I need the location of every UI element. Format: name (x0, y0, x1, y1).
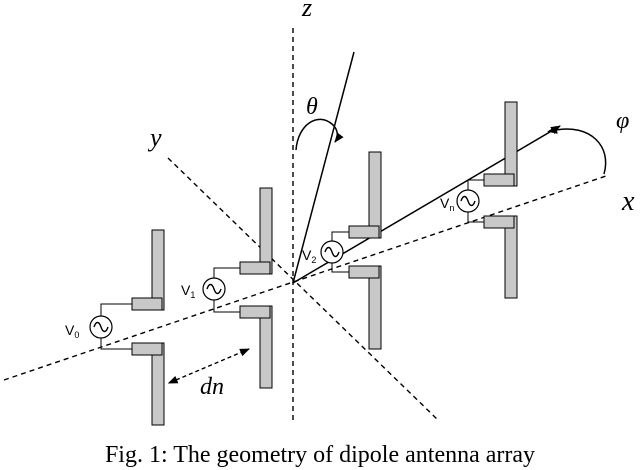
source-label-1: V1 (181, 282, 195, 300)
feed-wire-0b (100, 338, 132, 350)
dipole-upper-arm-2 (368, 151, 382, 239)
dipole-upper-feed-0 (131, 297, 163, 311)
dipole-upper-arm-1 (259, 187, 273, 275)
y-axis-label: y (147, 123, 162, 152)
feed-wire-0 (100, 303, 132, 316)
theta-arc (295, 118, 344, 151)
dipole-lower-feed-0 (131, 342, 163, 356)
source-label-2: V2 (302, 247, 316, 265)
dipole-lower-feed-2 (348, 265, 380, 279)
x-axis-label: x (621, 186, 635, 217)
phi-arc (547, 125, 607, 175)
z-axis-label: z (301, 0, 312, 22)
ac-symbol-icon (324, 246, 340, 258)
dipole-lower-feed-1 (239, 305, 271, 319)
source-label-0: V0 (65, 322, 79, 340)
dipole-element-n: Vn (440, 101, 518, 299)
dipole-upper-feed-n (483, 173, 515, 187)
feed-wire-2 (331, 231, 349, 241)
dipole-element-1: V1 (181, 187, 273, 389)
ac-symbol-icon (460, 195, 476, 207)
spacing-label: dn (200, 374, 224, 400)
feed-wire-n (467, 179, 484, 190)
antenna-array-diagram: z y x θ φ dn V0 V1 (3, 0, 635, 426)
feed-wire-2b (331, 263, 349, 273)
dipole-upper-feed-2 (348, 225, 380, 239)
figure-caption: Fig. 1: The geometry of dipole antenna a… (104, 442, 536, 468)
theta-label: θ (306, 94, 318, 120)
ac-symbol-icon (93, 321, 109, 333)
feed-wire-1 (213, 267, 240, 278)
source-label-n: Vn (440, 195, 454, 213)
feed-wire-1b (213, 300, 240, 313)
dipole-element-0: V0 (65, 229, 165, 426)
feed-wire-nb (467, 212, 484, 223)
phi-label: φ (616, 108, 629, 134)
direction-ray-theta (292, 51, 355, 284)
dipole-upper-arm-n (504, 101, 518, 187)
ac-symbol-icon (206, 283, 222, 295)
spacing-arrow (167, 348, 250, 384)
dipole-lower-feed-n (483, 215, 515, 229)
x-axis (3, 175, 607, 381)
dipole-element-2: V2 (302, 151, 382, 350)
dipole-upper-feed-1 (239, 261, 271, 275)
